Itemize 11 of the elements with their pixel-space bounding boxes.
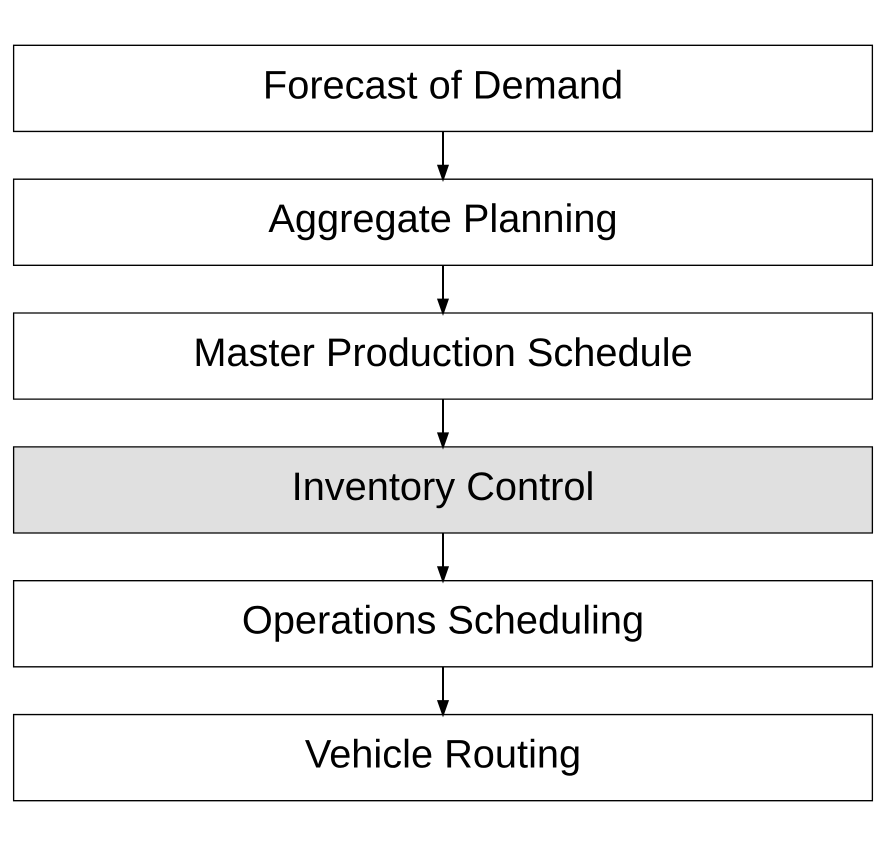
- arrow: [436, 666, 450, 718]
- node-box: Vehicle Routing: [12, 714, 874, 802]
- node-box: Master Production Schedule: [12, 312, 874, 400]
- arrow: [436, 533, 450, 584]
- node-box: Inventory Control: [12, 446, 874, 534]
- arrow: [436, 132, 450, 182]
- node-box: Operations Scheduling: [12, 580, 874, 668]
- node-box: Aggregate Planning: [12, 178, 874, 266]
- arrow: [436, 265, 450, 316]
- arrow: [436, 399, 450, 450]
- node-box: Forecast of Demand: [12, 44, 874, 132]
